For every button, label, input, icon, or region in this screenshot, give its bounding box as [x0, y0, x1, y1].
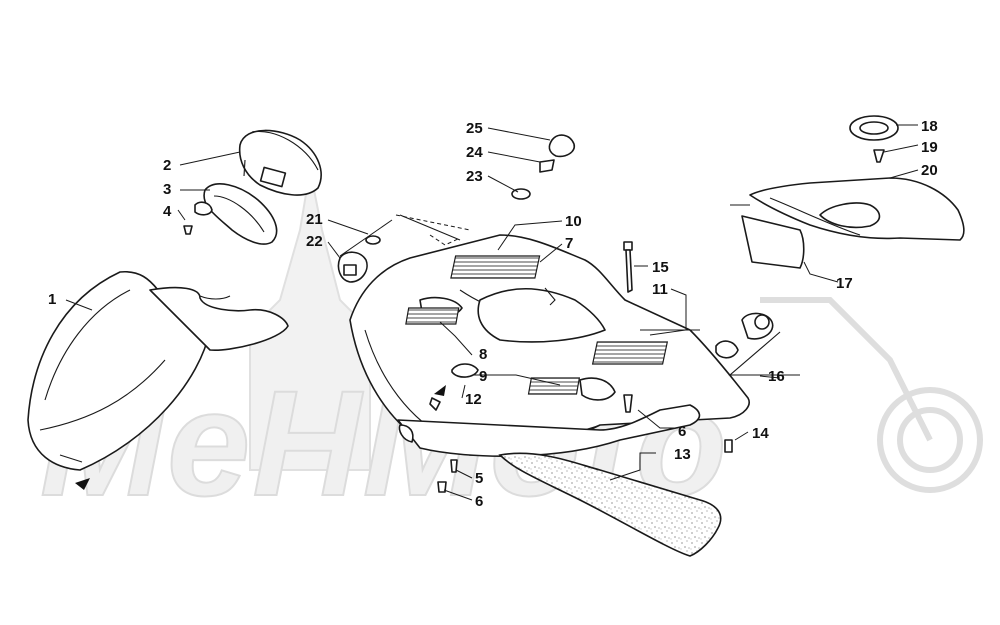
callout-15: 15: [652, 259, 669, 276]
watermark-motorcycle-icon: [760, 297, 983, 493]
washer-near-12: [429, 397, 441, 411]
callout-14: 14: [752, 425, 769, 442]
part-12-cap: [451, 363, 479, 378]
part-6-screw-lower: [437, 481, 447, 493]
callout-21: 21: [306, 211, 323, 228]
part-9-mat: [527, 377, 581, 395]
callout-17: 17: [836, 275, 853, 292]
part-19-rivet: [873, 149, 885, 163]
arrow-marker-left: [75, 478, 90, 490]
callout-10: 10: [565, 213, 582, 230]
part-18-ring: [849, 115, 899, 141]
callout-24: 24: [466, 144, 483, 161]
callout-25: 25: [466, 120, 483, 137]
callout-6b: 6: [475, 493, 483, 510]
part-2-gauge-housing: [238, 129, 322, 196]
callout-18: 18: [921, 118, 938, 135]
part-11-mat: [591, 341, 669, 365]
callout-5: 5: [475, 470, 483, 487]
part-5-screw: [450, 459, 458, 473]
main-body-panel: [349, 234, 750, 457]
part-17-lens: [741, 215, 805, 269]
callout-7: 7: [565, 235, 573, 252]
part-15-bolt: [623, 241, 633, 293]
callout-6a: 6: [678, 423, 686, 440]
callout-22: 22: [306, 233, 323, 250]
part-3-bezel: [194, 183, 278, 245]
part-20-upper-cover: [749, 177, 965, 241]
part-25-knob: [548, 134, 576, 158]
arrow-marker-center: [434, 385, 446, 396]
callout-8: 8: [479, 346, 487, 363]
callout-19: 19: [921, 139, 938, 156]
leader-lines: [59, 124, 919, 501]
callout-16: 16: [768, 368, 785, 385]
part-13-foam-pad: [498, 452, 722, 557]
callout-9: 9: [479, 368, 487, 385]
part-16-switch: [715, 312, 800, 376]
callout-20: 20: [921, 162, 938, 179]
callout-3: 3: [163, 181, 171, 198]
part-6-screw-right: [623, 394, 633, 413]
callout-1: 1: [48, 291, 56, 308]
part-22-switch: [337, 251, 368, 283]
part-21-nut: [365, 235, 381, 245]
callout-labels: 1 2 3 4 5 6 6 7 8 9 10 11 12 13 14 15 16…: [48, 118, 938, 510]
part-14-screw: [724, 439, 733, 453]
part-8-mat: [405, 307, 460, 325]
callout-4: 4: [163, 203, 172, 220]
callout-12: 12: [465, 391, 482, 408]
callout-2: 2: [163, 157, 171, 174]
part-10-mat: [450, 255, 541, 279]
part-1-front-fender: [27, 270, 289, 471]
callout-13: 13: [674, 446, 691, 463]
callout-23: 23: [466, 168, 483, 185]
callout-11: 11: [652, 281, 668, 298]
part-4-screw: [183, 225, 193, 235]
part-24-key: [539, 159, 555, 173]
